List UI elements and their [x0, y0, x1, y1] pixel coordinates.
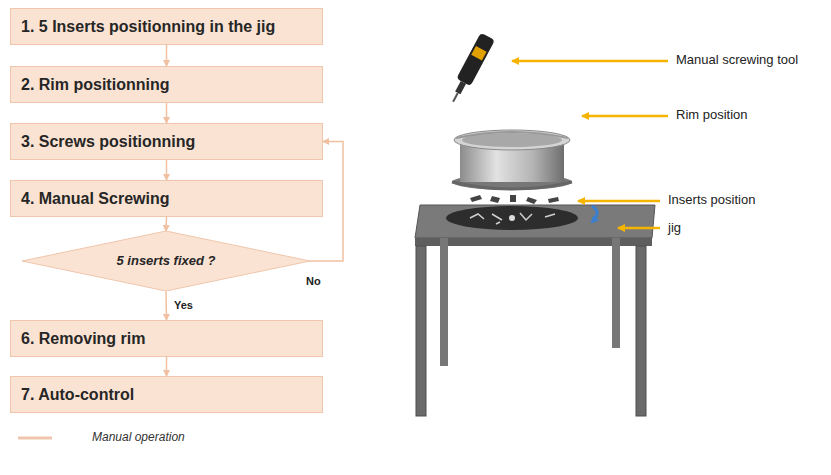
table	[415, 205, 655, 416]
decision-diamond: 5 inserts fixed ?	[22, 231, 310, 291]
flow-arrow	[166, 357, 168, 376]
process-box: 3. Screws positionning	[10, 123, 323, 160]
process-box: 2. Rim positionning	[10, 66, 323, 103]
legend-sample	[18, 437, 52, 440]
node-text: 1. 5 Inserts positionning in the jig	[21, 17, 275, 36]
flow-arrow	[165, 291, 167, 320]
flow-arrow	[166, 45, 168, 66]
process-box: 6. Removing rim	[10, 320, 323, 357]
part-label: Rim position	[676, 107, 748, 122]
part-label: jig	[668, 220, 681, 235]
node-text: 2. Rim positionning	[21, 75, 169, 94]
rim	[452, 130, 572, 190]
flow-arrow	[166, 103, 168, 123]
process-box: 4. Manual Screwing	[10, 180, 323, 217]
node-text: 3. Screws positionning	[21, 132, 195, 151]
node-text: 7. Auto-control	[21, 385, 134, 404]
node-text: 4. Manual Screwing	[21, 189, 169, 208]
node-text: 5 inserts fixed ?	[117, 253, 216, 269]
screwing-tool	[446, 33, 495, 106]
part-label: Manual screwing tool	[676, 52, 798, 67]
process-box: 7. Auto-control	[10, 376, 323, 413]
part-label: Inserts position	[668, 192, 755, 207]
inserts	[470, 195, 559, 204]
node-text: 6. Removing rim	[21, 329, 145, 348]
legend-text: Manual operation	[92, 430, 185, 444]
edge-label: Yes	[172, 299, 195, 311]
leader-lines	[512, 61, 668, 228]
jig-plate	[446, 206, 597, 230]
flow-arrow	[165, 217, 167, 231]
flow-arrow	[166, 160, 168, 180]
edge-label: No	[304, 275, 323, 287]
process-box: 1. 5 Inserts positionning in the jig	[10, 8, 323, 45]
